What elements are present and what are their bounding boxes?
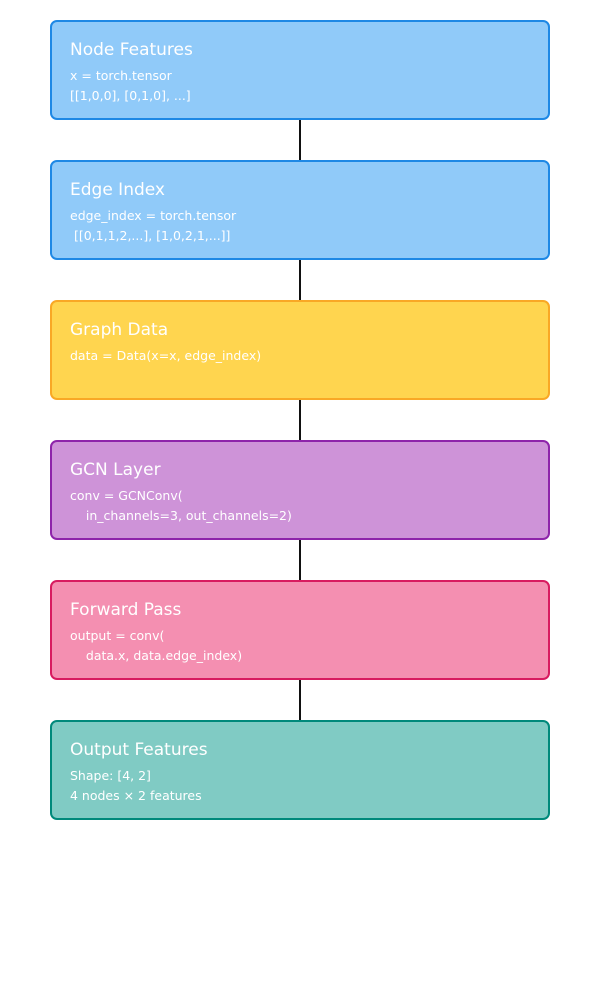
node-line: edge_index = torch.tensor (70, 208, 237, 223)
node-title: Graph Data (70, 320, 169, 340)
node-title: Node Features (70, 40, 193, 60)
connector-3 (299, 400, 301, 440)
forward-pass-box: Forward Pass output = conv( data.x, data… (50, 580, 550, 680)
connector-5 (299, 680, 301, 720)
output-features-box: Output Features Shape: [4, 2] 4 nodes × … (50, 720, 550, 820)
node-line: data = Data(x=x, edge_index) (70, 348, 262, 363)
node-line: x = torch.tensor (70, 68, 172, 83)
node-line: conv = GCNConv( (70, 488, 183, 503)
connector-1 (299, 120, 301, 160)
gcn-layer-box: GCN Layer conv = GCNConv( in_channels=3,… (50, 440, 550, 540)
node-line: Shape: [4, 2] (70, 768, 151, 783)
edge-index-box: Edge Index edge_index = torch.tensor [[0… (50, 160, 550, 260)
node-line: in_channels=3, out_channels=2) (70, 508, 292, 523)
node-title: Forward Pass (70, 600, 182, 620)
node-line: 4 nodes × 2 features (70, 788, 202, 803)
node-line: output = conv( (70, 628, 165, 643)
connector-2 (299, 260, 301, 300)
node-title: Output Features (70, 740, 208, 760)
node-line: data.x, data.edge_index) (70, 648, 243, 663)
node-features-box: Node Features x = torch.tensor [[1,0,0],… (50, 20, 550, 120)
graph-data-box: Graph Data data = Data(x=x, edge_index) (50, 300, 550, 400)
node-line: [[1,0,0], [0,1,0], ...] (70, 88, 191, 103)
node-line: [[0,1,1,2,...], [1,0,2,1,...]] (70, 228, 231, 243)
connector-4 (299, 540, 301, 580)
node-title: Edge Index (70, 180, 165, 200)
node-title: GCN Layer (70, 460, 161, 480)
